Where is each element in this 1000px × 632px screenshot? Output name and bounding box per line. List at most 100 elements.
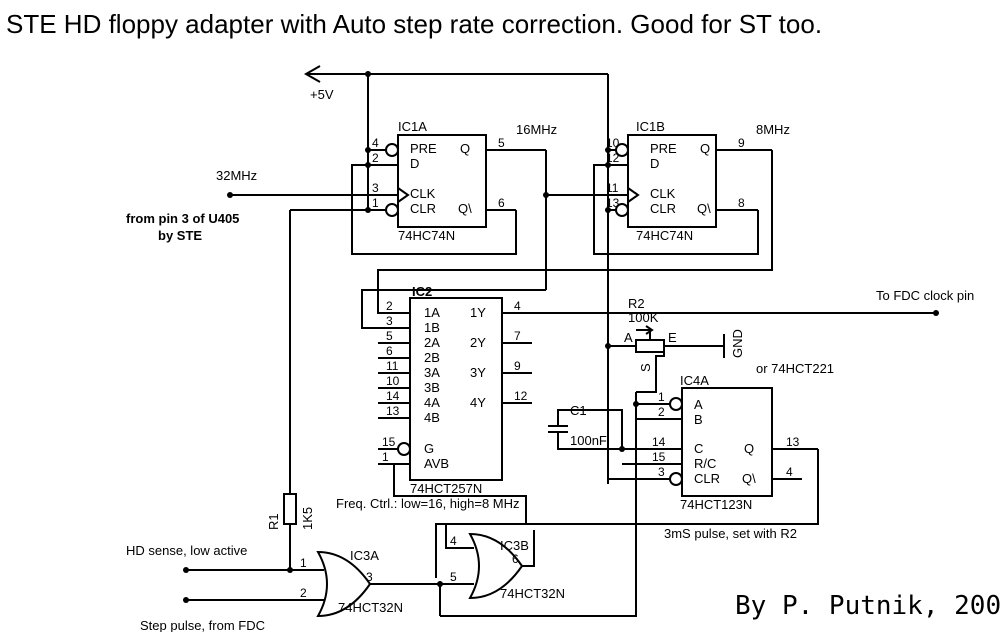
ic3a: IC3A 74HCT32N 1 2 3 HD sense, low active…	[126, 543, 474, 632]
r2-e-label: E	[668, 330, 677, 345]
ic2-pin-avb: 1	[382, 450, 389, 464]
ic4a-pin-a: 1	[658, 390, 665, 404]
ic3a-pin-in1: 1	[300, 556, 307, 570]
ic4a-q-label: Q	[744, 441, 754, 456]
ic2-avb-label: AVB	[424, 456, 449, 471]
r2-name: R2	[628, 296, 645, 311]
ic2-pin-1b: 3	[386, 314, 393, 328]
fdc-clock-out: To FDC clock pin	[502, 288, 974, 316]
ic2-label-2a: 2A	[424, 335, 440, 350]
ic1b-d-label: D	[650, 156, 659, 171]
ic1b-pin-qn: 8	[738, 196, 745, 210]
ic3b-pin-out: 6	[512, 552, 519, 566]
ic4a-name: IC4A	[680, 373, 709, 388]
ic3b-pin-in1: 4	[450, 534, 457, 548]
hd-sense-label: HD sense, low active	[126, 543, 247, 558]
ic4a-pin-rc: 15	[652, 450, 666, 464]
ic1a-pin-pre: 4	[372, 136, 379, 150]
ic1a-pin-q: 5	[498, 136, 505, 150]
ic2-pin-4y: 12	[514, 389, 528, 403]
ic4a-c-label: C	[694, 441, 703, 456]
ic1a-qn-label: Q\	[458, 201, 472, 216]
ic1b: IC1B 74HC74N PRE D CLK CLR Q Q\ 10 12 11…	[377, 119, 790, 314]
c1-name: C1	[570, 403, 587, 418]
ic1a-part: 74HC74N	[398, 228, 455, 243]
source-label-2: by STE	[158, 228, 202, 243]
vcc-label: +5V	[310, 87, 334, 102]
ic2-pin-g: 15	[382, 435, 396, 449]
ic1a-clr-label: CLR	[410, 201, 436, 216]
ic4a-b-label: B	[694, 412, 703, 427]
freq-ctrl-label: Freq. Ctrl.: low=16, high=8 MHz	[336, 496, 520, 511]
ic4a-pin-q: 13	[786, 435, 800, 449]
ic3a-pin-out: 3	[366, 570, 373, 584]
ic2-label-1y: 1Y	[470, 305, 486, 320]
ic2-label-2b: 2B	[424, 350, 440, 365]
ic2-part: 74HCT257N	[410, 481, 482, 496]
ic3a-pin-in2: 2	[300, 586, 307, 600]
ic1a: IC1A 74HC74N PRE D CLK CLR Q Q\ 4 2 3 1 …	[228, 119, 557, 255]
ic1a-pin-qn: 6	[498, 196, 505, 210]
ic4a-pin-clr: 3	[658, 465, 665, 479]
ic1a-pin-clr: 1	[372, 196, 379, 210]
ic2-name: IC2	[412, 284, 432, 299]
r2-a-label: A	[624, 330, 633, 345]
gnd-label: GND	[730, 329, 745, 358]
r2: R2 100K A E S	[605, 296, 710, 393]
clk32-label: 32MHz	[216, 168, 257, 183]
ic1b-name: IC1B	[636, 119, 665, 134]
ic4a-pin-qn: 4	[786, 465, 793, 479]
ic4a-rc-label: R/C	[694, 456, 716, 471]
ic2-label-4y: 4Y	[470, 395, 486, 410]
vcc-rail: +5V	[303, 65, 609, 484]
f8-label: 8MHz	[756, 122, 790, 137]
ic1b-pin-clr: 13	[606, 196, 620, 210]
ic2-pin-3b: 10	[386, 374, 400, 388]
ic1b-qn-label: Q\	[697, 201, 711, 216]
ic1a-pin-clk: 3	[372, 181, 379, 195]
ic2-pin-2y: 7	[514, 329, 521, 343]
ic1a-q-label: Q	[460, 141, 470, 156]
ic4a-pin-b: 2	[658, 405, 665, 419]
ic3b: IC3B 74HCT32N 4 5 6	[437, 530, 565, 616]
pulse-label: 3mS pulse, set with R2	[664, 526, 797, 541]
ic4a-pin-c: 14	[652, 435, 666, 449]
ic1b-clk-label: CLK	[650, 186, 676, 201]
r1-value: 1K5	[300, 507, 315, 530]
title: STE HD floppy adapter with Auto step rat…	[6, 9, 822, 39]
step-pulse-label: Step pulse, from FDC	[140, 618, 265, 632]
ic2-pin-1y: 4	[514, 299, 521, 313]
clk32-input: 32MHz from pin 3 of U405 by STE	[126, 168, 257, 243]
ic1b-pin-q: 9	[738, 136, 745, 150]
ic2-pin-2b: 6	[386, 344, 393, 358]
ic3a-part: 74HCT32N	[338, 600, 403, 615]
ic1b-q-label: Q	[700, 141, 710, 156]
fdc-clock-label: To FDC clock pin	[876, 288, 974, 303]
r2-s-label: S	[638, 363, 653, 372]
ic1b-pin-clk: 11	[606, 181, 619, 195]
ic4a-clr-label: CLR	[694, 471, 720, 486]
ic2-label-2y: 2Y	[470, 335, 486, 350]
ic2-label-3y: 3Y	[470, 365, 486, 380]
ic2-pin-1a: 2	[386, 299, 393, 313]
signature: By P. Putnik, 2009	[735, 591, 1000, 621]
r1-name: R1	[266, 513, 281, 530]
ic1b-pin-d: 12	[606, 151, 620, 165]
ic1a-pin-d: 2	[372, 151, 379, 165]
source-label-1: from pin 3 of U405	[126, 211, 239, 226]
r1: R1 1K5	[266, 209, 368, 573]
ic1a-d-label: D	[410, 156, 419, 171]
ic2-label-3b: 3B	[424, 380, 440, 395]
ic2-pin-3a: 11	[386, 359, 399, 373]
c1: C1 100nF	[548, 403, 676, 450]
ic2-pin-3y: 9	[514, 359, 521, 373]
ic1a-clk-label: CLK	[410, 186, 436, 201]
f16-label: 16MHz	[516, 122, 557, 137]
ic4a-part: 74HCT123N	[680, 497, 752, 512]
ic2-label-4a: 4A	[424, 395, 440, 410]
ic4a-a-label: A	[694, 397, 703, 412]
ic4a: IC4A 74HCT123N or 74HCT221 A B C R/C CLR…	[440, 361, 834, 617]
ic3b-name: IC3B	[500, 538, 529, 553]
